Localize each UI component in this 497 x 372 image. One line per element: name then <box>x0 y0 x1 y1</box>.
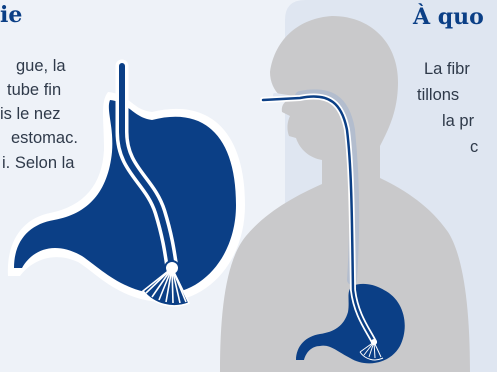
right-text-line: La fibr <box>424 60 470 79</box>
left-text-line: is le nez <box>0 105 61 124</box>
right-text-line: tillons <box>417 86 459 105</box>
left-text-line: tube fin <box>7 81 61 100</box>
left-section-heading: ie <box>0 2 22 28</box>
left-text-line: i. Selon la <box>2 154 74 173</box>
right-text-line: c <box>470 138 478 157</box>
left-text-line: estomac. <box>11 129 78 148</box>
right-text-line: la pr <box>442 112 474 131</box>
right-section-heading: À quo <box>413 4 484 30</box>
left-text-line: gue, la <box>16 57 66 76</box>
